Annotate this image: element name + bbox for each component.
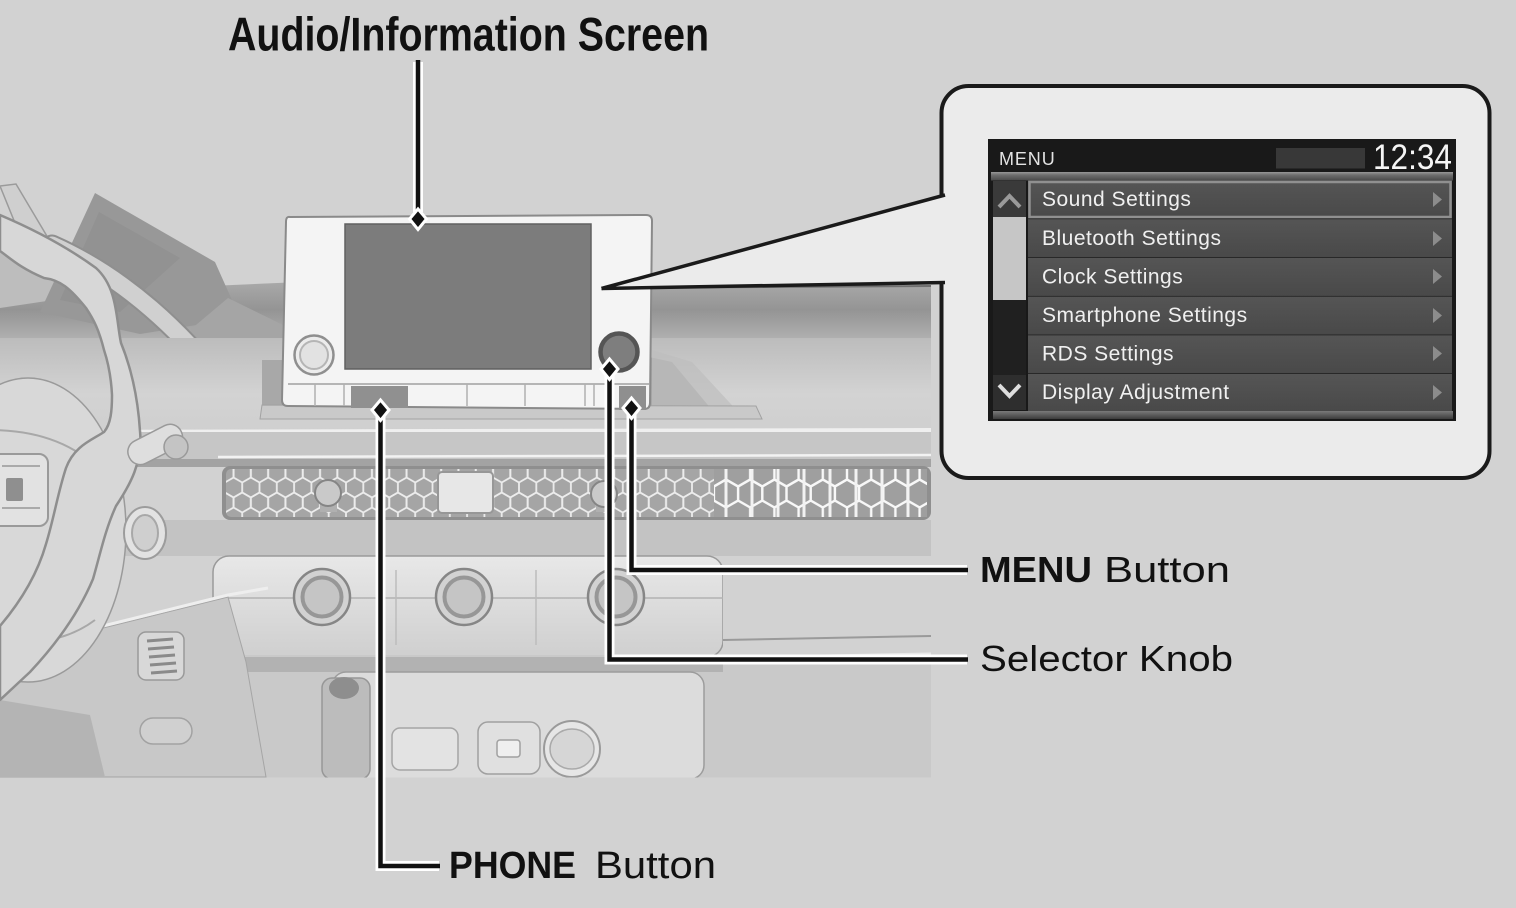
svg-text:Display Adjustment: Display Adjustment [1042, 381, 1230, 404]
svg-text:Smartphone Settings: Smartphone Settings [1042, 304, 1248, 327]
svg-text:Bluetooth Settings: Bluetooth Settings [1042, 227, 1221, 250]
svg-text:RDS Settings: RDS Settings [1042, 343, 1174, 366]
svg-text:MENU: MENU [999, 149, 1056, 169]
svg-text:Clock Settings: Clock Settings [1042, 266, 1183, 289]
svg-text:Button: Button [595, 845, 716, 887]
svg-text:Selector Knob: Selector Knob [980, 638, 1233, 679]
svg-text:12:34: 12:34 [1373, 138, 1452, 177]
svg-text:Button: Button [1104, 549, 1230, 590]
svg-text:PHONE: PHONE [449, 845, 576, 887]
svg-text:Sound Settings: Sound Settings [1042, 188, 1191, 211]
svg-text:MENU: MENU [980, 549, 1092, 590]
svg-text:Audio/Information Screen: Audio/Information Screen [228, 8, 709, 61]
